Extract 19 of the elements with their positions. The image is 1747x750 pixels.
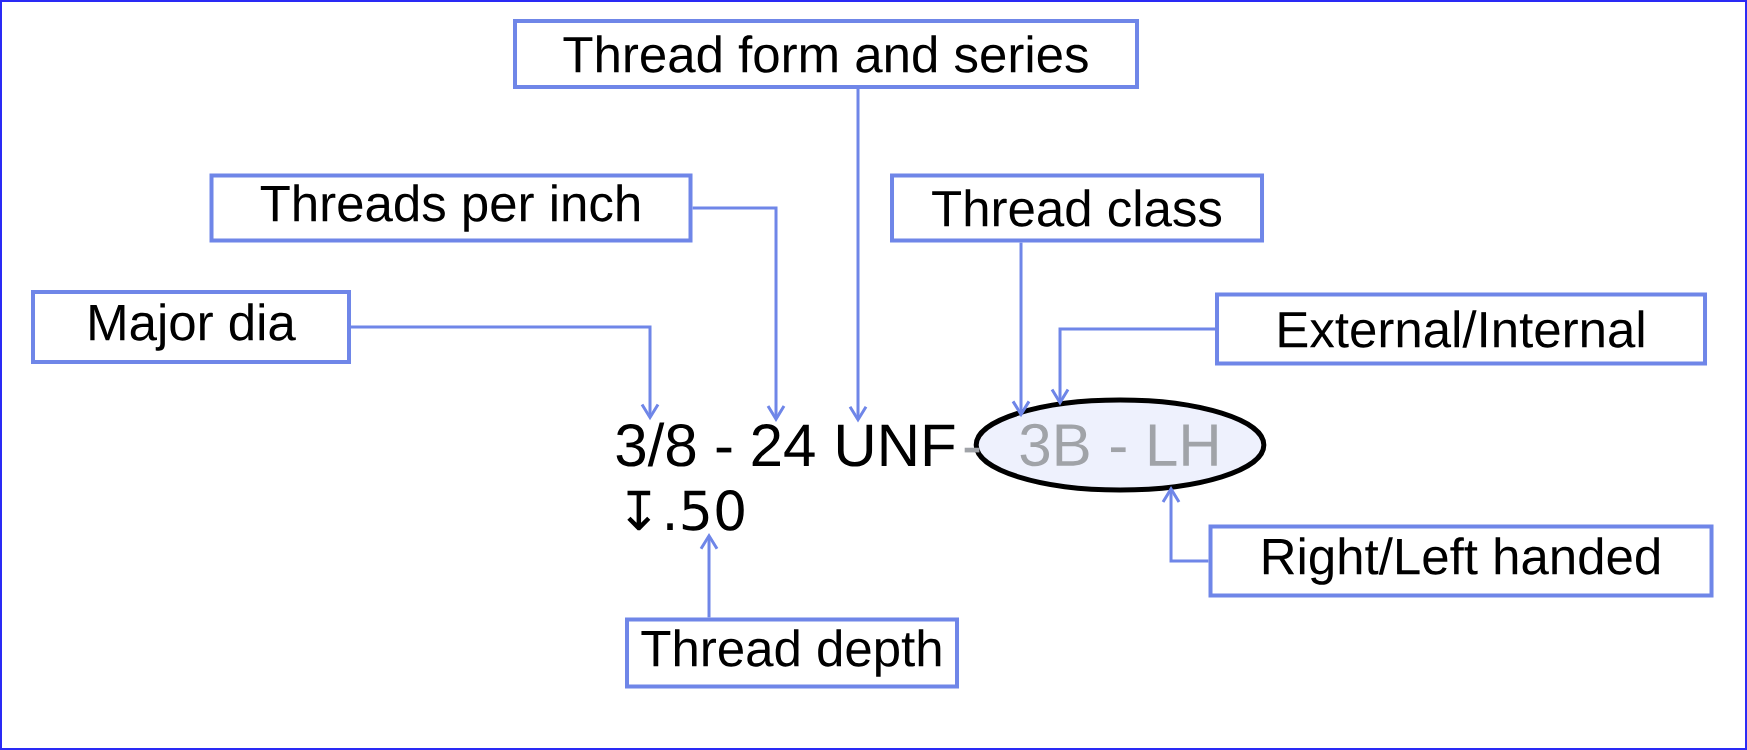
spec-text: 24	[752, 424, 815, 466]
callout-box: Thread form and series	[513, 19, 1139, 89]
leader-arrow	[848, 89, 868, 423]
leader-arrow	[1161, 486, 1209, 563]
callout-box: Thread depth	[625, 617, 959, 689]
leader-arrow	[351, 325, 660, 421]
spec-text: 3/8	[616, 422, 696, 467]
depth-text: ↧.50	[627, 489, 744, 531]
callout-box: Right/Left handed	[1208, 524, 1714, 598]
callout-box: Major dia	[31, 290, 351, 364]
callout-box: Threads per inch	[209, 173, 693, 243]
spec-text: UNF	[838, 424, 955, 467]
callout-box: Thread class	[890, 173, 1264, 243]
leader-arrow	[1011, 242, 1031, 418]
leader-arrow	[1050, 327, 1215, 406]
leader-arrow	[692, 206, 786, 422]
leader-arrow	[699, 532, 719, 618]
callout-box: External/Internal	[1215, 292, 1707, 366]
dash-text: -	[716, 447, 732, 453]
